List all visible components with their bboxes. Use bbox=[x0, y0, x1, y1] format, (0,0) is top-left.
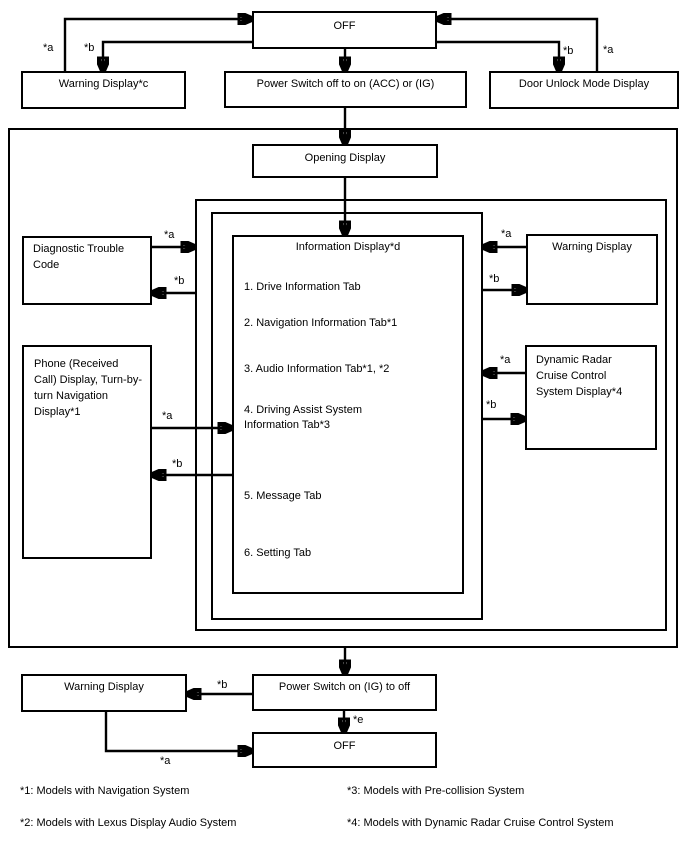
tab-driving-assist: 4. Driving Assist System Information Tab… bbox=[244, 404, 362, 431]
footnote-1: *1: Models with Navigation System bbox=[20, 785, 190, 797]
tab-message: 5. Message Tab bbox=[244, 490, 322, 502]
node-power-switch-off: Power Switch on (IG) to off bbox=[252, 674, 437, 711]
node-door-unlock-mode: Door Unlock Mode Display bbox=[489, 71, 679, 109]
node-warning-display-right: Warning Display bbox=[526, 234, 658, 305]
label-b-dtc: *b bbox=[174, 275, 185, 287]
information-outer-frame bbox=[195, 199, 667, 631]
node-off-bottom: OFF bbox=[252, 732, 437, 768]
label-b-warning-right: *b bbox=[489, 273, 500, 285]
label-b-phone: *b bbox=[172, 458, 183, 470]
arrow-warning-to-offbottom bbox=[104, 712, 252, 751]
node-opening-display: Opening Display bbox=[252, 144, 438, 178]
label-b-off-to-warningc: *b bbox=[84, 42, 95, 54]
label-a-warningc-to-off: *a bbox=[43, 42, 54, 54]
node-power-switch-on: Power Switch off to on (ACC) or (IG) bbox=[224, 71, 467, 108]
label-e-poweroff-to-off: *e bbox=[353, 714, 364, 726]
footnote-3: *3: Models with Pre-collision System bbox=[347, 785, 525, 797]
node-information-display: Information Display*d 1. Drive Informati… bbox=[232, 235, 464, 594]
label-a-warning-right: *a bbox=[501, 228, 512, 240]
tab-audio-information: 3. Audio Information Tab*1, *2 bbox=[244, 363, 390, 375]
node-off-top: OFF bbox=[252, 11, 437, 49]
tab-setting: 6. Setting Tab bbox=[244, 547, 312, 559]
label-b-off-to-door: *b bbox=[563, 45, 574, 57]
tab-drive-information: 1. Drive Information Tab bbox=[244, 281, 361, 293]
arrow-off-to-door bbox=[437, 40, 559, 71]
information-inner-frame bbox=[211, 212, 483, 620]
node-dynamic-radar-cruise: Dynamic Radar Cruise Control System Disp… bbox=[525, 345, 657, 450]
information-display-title: Information Display*d bbox=[295, 241, 401, 253]
label-a-dtc: *a bbox=[164, 229, 175, 241]
footnote-4: *4: Models with Dynamic Radar Cruise Con… bbox=[347, 817, 614, 829]
main-operation-frame bbox=[8, 128, 678, 648]
label-b-poweroff-to-warning: *b bbox=[217, 679, 228, 691]
label-a-door-to-off: *a bbox=[603, 44, 614, 56]
arrow-off-to-warningc bbox=[103, 40, 252, 71]
node-diagnostic-trouble-code: Diagnostic Trouble Code bbox=[22, 236, 152, 305]
label-a-radar: *a bbox=[500, 354, 511, 366]
tab-navigation-information: 2. Navigation Information Tab*1 bbox=[244, 317, 398, 329]
node-phone-turn-by-turn: Phone (Received Call) Display, Turn-by-t… bbox=[22, 345, 152, 559]
label-a-phone: *a bbox=[162, 410, 173, 422]
node-warning-display-c: Warning Display*c bbox=[21, 71, 186, 109]
node-warning-display-bottom: Warning Display bbox=[21, 674, 187, 712]
label-b-radar: *b bbox=[486, 399, 497, 411]
label-a-warning-to-off: *a bbox=[160, 755, 171, 767]
footnote-2: *2: Models with Lexus Display Audio Syst… bbox=[20, 817, 237, 829]
